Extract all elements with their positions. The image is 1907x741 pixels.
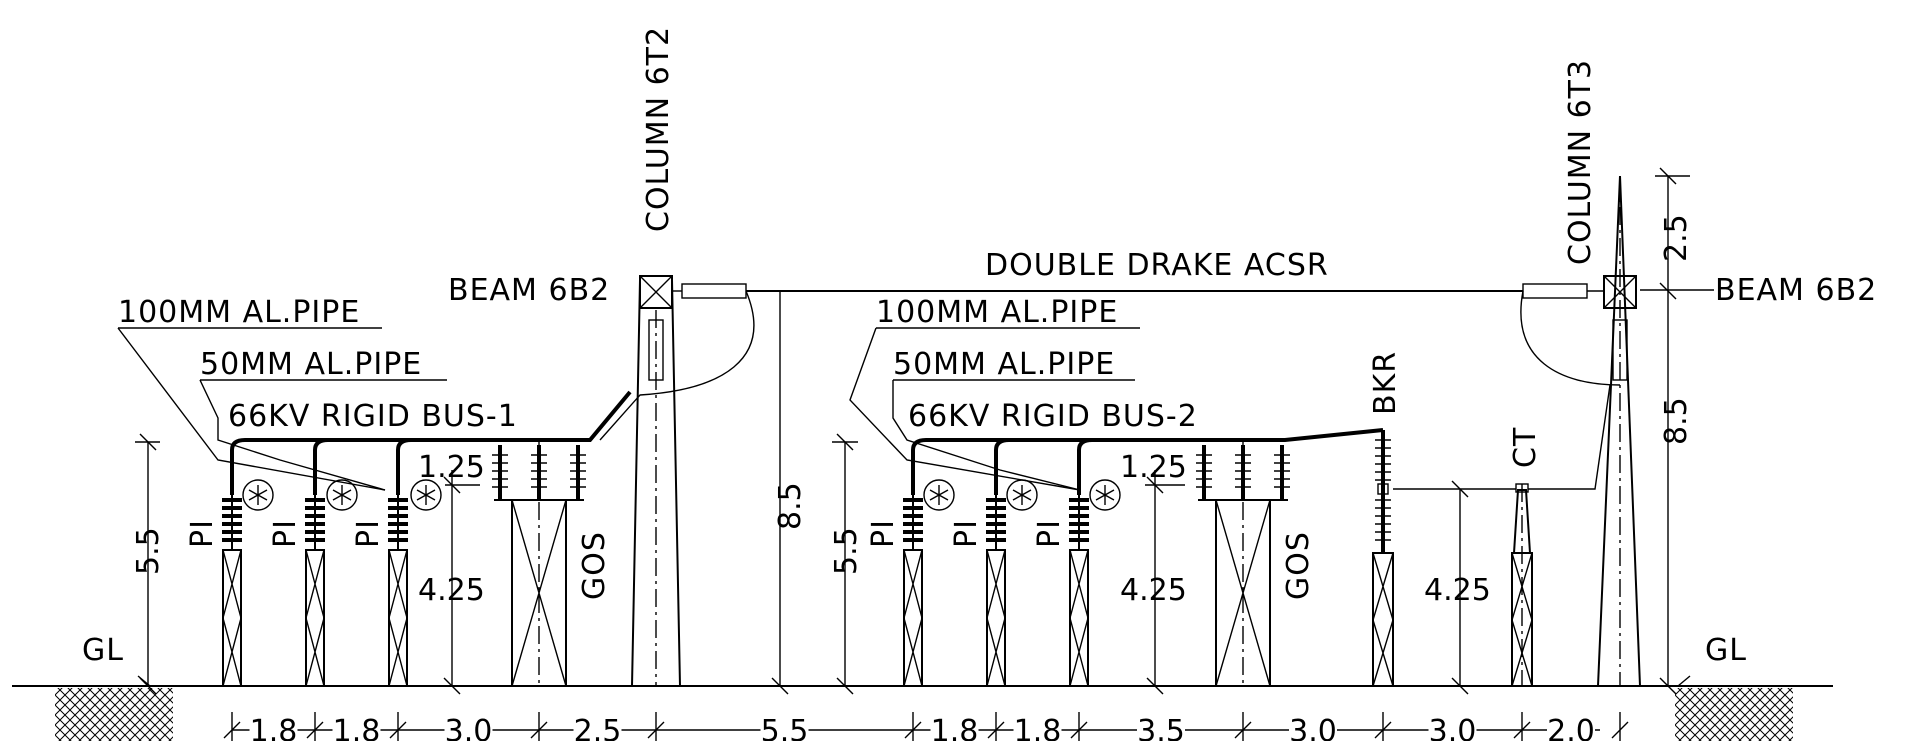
pipe100-leader-right (849, 327, 1081, 491)
pipe100-label-left: 100MM AL.PIPE (118, 295, 360, 330)
pipe50-label-left: 50MM AL.PIPE (200, 347, 422, 382)
pi-label-5: PI (949, 519, 984, 548)
current-transformer (1511, 483, 1533, 687)
double-drake-conductor (599, 283, 1621, 441)
gos-clear-dim-right: 1.25 (1120, 450, 1187, 485)
pi-support-3 (388, 495, 408, 687)
bus2-label: 66KV RIGID BUS-2 (908, 399, 1198, 434)
gos-label-left: GOS (577, 531, 612, 600)
pi-support-1 (222, 495, 242, 687)
column-6t3 (1597, 175, 1641, 687)
bottom-dim-bg (444, 716, 493, 741)
bkr-label: BKR (1368, 351, 1403, 415)
bkr-ct-connection (1393, 384, 1611, 490)
beam-height-dim-mid-text: 8.5 (773, 482, 808, 530)
bus2-drop-3 (1077, 438, 1093, 495)
earth-hatch-right (1675, 688, 1793, 741)
pipe100-label-right: 100MM AL.PIPE (876, 295, 1118, 330)
pipe100-leader-left (117, 327, 386, 491)
bottom-dim-bg (573, 716, 622, 741)
bottom-dimension-chain (223, 712, 1629, 741)
pi-support-6 (1069, 495, 1089, 687)
bottom-dim-bg (1428, 716, 1477, 741)
bottom-dim-bg (1547, 716, 1595, 741)
bus1-label: 66KV RIGID BUS-1 (228, 399, 518, 434)
bottom-dim-text: 1.8 (1014, 714, 1062, 741)
pi-support-4 (903, 495, 923, 687)
insulator-symbol-4 (923, 479, 955, 511)
beam-6b2-label-right: BEAM 6B2 (1715, 273, 1877, 308)
bus1-drop-2 (313, 438, 329, 495)
pi-height-dim-right-text: 5.5 (829, 527, 864, 575)
gos-height-dim-right-text: 4.25 (1120, 573, 1187, 608)
pi-label-1: PI (185, 519, 220, 548)
beam-6b2-label-left: BEAM 6B2 (448, 273, 610, 308)
gl-leader-right (1677, 675, 1691, 687)
insulator-symbol-5 (1006, 479, 1038, 511)
pi-support-2 (305, 495, 325, 687)
gl-label-left: GL (82, 633, 124, 668)
beam-height-dim-right (1655, 167, 1690, 695)
insulator-symbol-2 (326, 479, 358, 511)
gos-height-dim-left-text: 4.25 (418, 573, 485, 608)
rigid-bus-2 (911, 428, 1384, 495)
column-6t2 (631, 275, 681, 687)
gos-isolator-right (1196, 440, 1290, 687)
bottom-dim-bg (930, 716, 979, 741)
gos-label-right: GOS (1281, 531, 1316, 600)
gos-isolator-left (492, 440, 586, 687)
rigid-bus-1 (230, 390, 632, 495)
beam-height-dim-right-text: 8.5 (1659, 397, 1694, 445)
bottom-dim-text: 1.8 (250, 714, 298, 741)
pi-height-dim-right (832, 433, 858, 695)
bottom-dim-text: 3.0 (445, 714, 493, 741)
earth-hatch-left (55, 688, 173, 741)
insulator-symbol-6 (1089, 479, 1121, 511)
column-6t3-label: COLUMN 6T3 (1563, 59, 1598, 265)
pi-height-dim-left-text: 5.5 (131, 527, 166, 575)
pipe50-leader-right (892, 380, 1081, 491)
pi-height-dim-left (135, 433, 160, 695)
breaker (1372, 430, 1394, 687)
bottom-dim-text: 2.0 (1547, 714, 1595, 741)
conductor-label: DOUBLE DRAKE ACSR (985, 248, 1329, 283)
insulator-symbol-1 (242, 479, 274, 511)
pi-support-5 (986, 495, 1006, 687)
bottom-dim-text: 1.8 (931, 714, 979, 741)
bottom-dim-bg (1013, 716, 1062, 741)
bottom-dim-bg (332, 716, 381, 741)
bottom-dim-text: 5.5 (761, 714, 809, 741)
bottom-dim-text: 3.5 (1137, 714, 1185, 741)
beam-height-dim-mid (771, 291, 789, 695)
gos-height-dim-left (443, 470, 480, 695)
bus1-drop-3 (396, 438, 412, 495)
pi-label-2: PI (268, 519, 303, 548)
gos-height-dim-right (1145, 470, 1185, 695)
pi-label-6: PI (1032, 519, 1067, 548)
ct-height-dim (1451, 480, 1469, 695)
bottom-dim-bg (1137, 716, 1185, 741)
bottom-dim-text: 2.5 (574, 714, 622, 741)
ct-height-dim-text: 4.25 (1424, 573, 1491, 608)
insulator-symbol-3 (410, 479, 442, 511)
column-6t2-label: COLUMN 6T2 (641, 26, 676, 232)
ct-label: CT (1508, 427, 1543, 468)
bottom-dim-text: 1.8 (333, 714, 381, 741)
pi-label-3: PI (351, 519, 386, 548)
bus2-drop-2 (994, 438, 1010, 495)
bottom-dim-text: 3.0 (1289, 714, 1337, 741)
bottom-dim-text: 3.0 (1429, 714, 1477, 741)
bottom-dim-bg (760, 716, 809, 741)
bottom-dim-bg (249, 716, 298, 741)
gl-label-right: GL (1705, 633, 1747, 668)
pi-label-4: PI (866, 519, 901, 548)
bottom-dim-bg (1289, 716, 1337, 741)
pipe50-label-right: 50MM AL.PIPE (893, 347, 1115, 382)
gos-clear-dim-left: 1.25 (418, 450, 485, 485)
peak-height-dim-text: 2.5 (1659, 214, 1694, 262)
